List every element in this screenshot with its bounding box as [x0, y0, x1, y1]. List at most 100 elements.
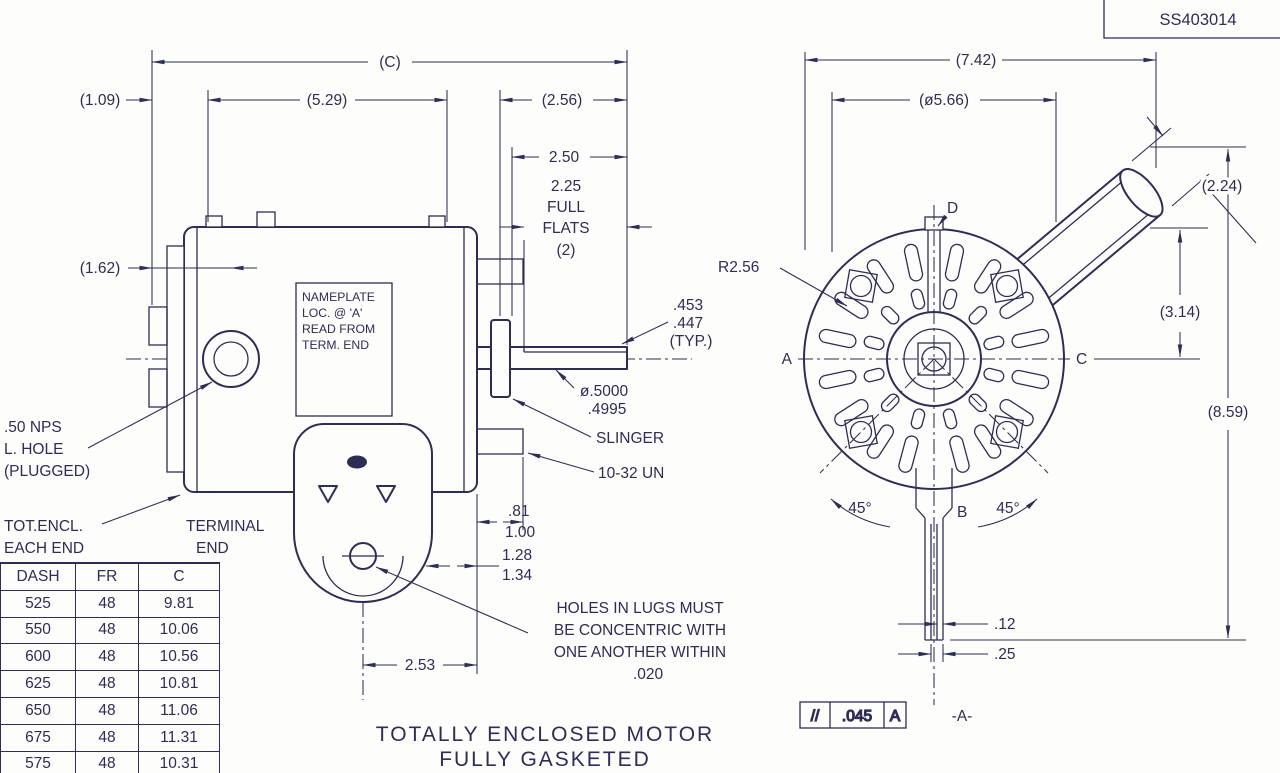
dim-label: (1.62) — [80, 260, 121, 277]
end-view-dimensions — [779, 52, 1257, 662]
dim-label: .447 — [673, 315, 703, 332]
spec-cell: 525 — [0, 589, 76, 618]
spec-cell: 10.06 — [138, 616, 220, 645]
spec-cell: 650 — [0, 696, 76, 725]
terminal-housing — [293, 423, 433, 603]
side-view-labels: (C) (1.09) (5.29) (2.56) 2.50 2.25 FULL … — [4, 54, 726, 771]
dim-label: FLATS — [542, 220, 589, 237]
side-view — [126, 211, 692, 700]
table-row: 600 48 10.56 — [0, 643, 220, 672]
dim-label: .81 — [508, 503, 530, 520]
spec-cell: 48 — [75, 723, 139, 752]
top-tab — [428, 215, 446, 228]
datum-c-label: C — [1076, 351, 1087, 368]
spec-col-header-fr: FR — [75, 561, 139, 591]
end-view-labels: (7.42) (ø5.66) (2.24) R2.56 D A C B (3.1… — [718, 52, 1252, 663]
radius-leader — [779, 267, 848, 307]
spec-header-row: DASH FR C — [0, 561, 220, 591]
nameplate-text: NAMEPLATE — [302, 290, 375, 304]
drawing-caption: TOTALLY ENCLOSED MOTOR — [376, 723, 714, 746]
dim-label: (C) — [379, 54, 401, 71]
parallelism-symbol: // — [811, 708, 820, 725]
terminal-end-label: END — [196, 540, 229, 557]
tot-encl-label: EACH END — [4, 540, 84, 557]
nps-hole-label: (PLUGGED) — [4, 463, 90, 480]
nameplate-text: READ FROM — [302, 322, 375, 336]
table-row: 575 48 10.31 — [0, 750, 220, 773]
dim-label: (3.14) — [1160, 304, 1201, 321]
spec-cell: 575 — [0, 750, 76, 773]
spec-cell: 675 — [0, 723, 76, 752]
nameplate — [295, 282, 393, 417]
datum-flag: -A- — [952, 708, 973, 725]
thread-label: 10-32 UN — [598, 465, 664, 482]
terminal-end-label: TERMINAL — [186, 518, 265, 535]
spec-cell: 11.31 — [138, 723, 220, 752]
dim-label: (TYP.) — [670, 333, 713, 350]
spec-table: DASH FR C 525 48 9.81 550 48 10.06 600 4… — [0, 561, 220, 773]
nameplate-text: LOC. @ 'A' — [302, 306, 362, 320]
table-row: 525 48 9.81 — [0, 589, 220, 618]
dim-label: 1.00 — [505, 524, 536, 541]
slinger-disc — [490, 319, 511, 398]
spec-cell: 625 — [0, 670, 76, 698]
diagonal-centerline — [819, 358, 935, 474]
dim-label: (7.42) — [956, 52, 997, 69]
title-block: SS403014 — [1103, 0, 1280, 39]
table-row: 675 48 11.31 — [0, 723, 220, 752]
dim-label: 1.28 — [502, 547, 532, 564]
lug-note: HOLES IN LUGS MUST — [556, 600, 724, 617]
diagonal-centerline — [933, 358, 1049, 474]
slinger-leader — [512, 398, 592, 438]
angle-label: 45° — [848, 500, 871, 517]
drawing-caption: FULLY GASKETED — [439, 748, 651, 771]
fcf-tolerance: .045 — [842, 708, 872, 725]
lug-note: BE CONCENTRIC WITH — [554, 622, 726, 639]
lug-note: ONE ANOTHER WITHIN — [554, 644, 726, 661]
dim-label: ø.5000 — [580, 383, 629, 400]
side-view-dimensions — [87, 50, 669, 674]
lug-note-leader — [375, 566, 529, 634]
bracket-boss — [148, 368, 168, 408]
end-view — [798, 168, 1164, 705]
dim-label: .4995 — [588, 401, 627, 418]
datum-b-label: B — [957, 504, 967, 521]
spec-cell: 11.06 — [138, 696, 220, 725]
dim-label: .25 — [994, 646, 1016, 663]
spec-cell: 10.56 — [138, 643, 220, 672]
tot-encl-leader — [101, 494, 181, 525]
dim-label: FULL — [547, 199, 585, 216]
dim-label: (ø5.66) — [919, 92, 969, 109]
housing-slot — [347, 455, 367, 469]
table-row: 550 48 10.06 — [0, 616, 220, 645]
top-tab — [256, 211, 276, 228]
spec-cell: 48 — [75, 589, 139, 618]
spec-col-header-c: C — [138, 561, 220, 591]
thread-leader — [527, 452, 595, 473]
spec-cell: 600 — [0, 643, 76, 672]
flat-depth-leader — [621, 321, 669, 345]
dim-label: (5.29) — [307, 92, 348, 109]
dim-label: 2.53 — [405, 657, 435, 674]
dim-label: .12 — [994, 616, 1016, 633]
dim-label: 2.50 — [549, 149, 580, 166]
drawing-number: SS403014 — [1159, 11, 1236, 29]
shaft-end — [915, 468, 953, 641]
top-tab — [205, 215, 223, 228]
housing-triangle — [318, 485, 338, 503]
spec-col-header-dash: DASH — [0, 561, 76, 591]
angle-label: 45° — [996, 500, 1019, 517]
spec-cell: 48 — [75, 696, 139, 725]
tot-encl-label: TOT.ENCL. — [4, 518, 83, 535]
dash-fr-c-table: DASH FR C 525 48 9.81 550 48 10.06 600 4… — [0, 561, 220, 773]
title-block-border — [1103, 0, 1280, 39]
nps-hole-label: L. HOLE — [4, 441, 63, 458]
dim-label: 1.34 — [502, 567, 533, 584]
vent-slots — [818, 243, 1050, 473]
table-row: 625 48 10.81 — [0, 670, 220, 698]
nps-hole-leader — [87, 381, 213, 449]
spec-cell: 48 — [75, 750, 139, 773]
dim-label: (2) — [557, 242, 576, 259]
slinger-label: SLINGER — [596, 430, 664, 447]
